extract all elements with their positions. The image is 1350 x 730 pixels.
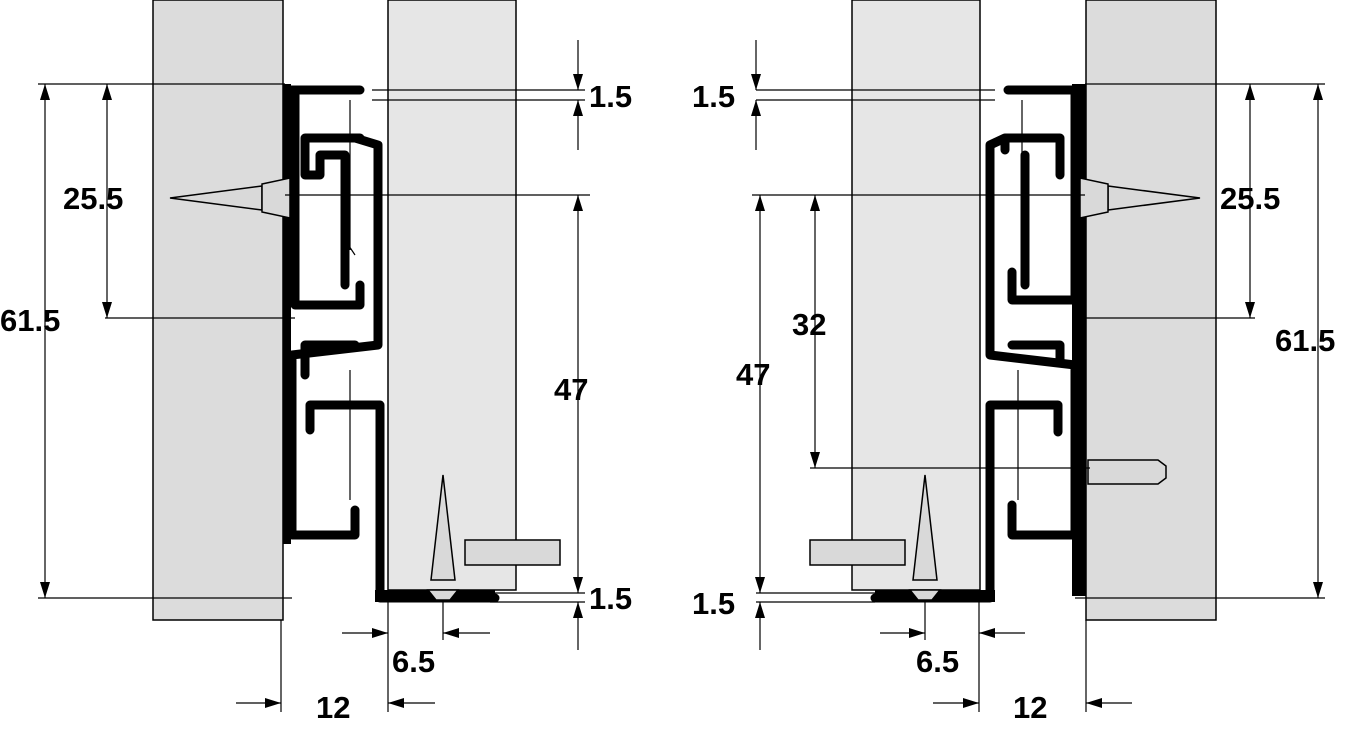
left-cabinet-screw-icon xyxy=(169,177,291,219)
left-dim-side-clearance: 12 xyxy=(316,690,350,725)
left-dim-drawer-screw-height: 47 xyxy=(554,372,588,407)
left-slide-rail xyxy=(283,84,500,603)
right-cabinet-screw-icon xyxy=(1079,177,1201,219)
left-dim-total-height: 61.5 xyxy=(0,303,60,338)
left-dim-screw-height: 25.5 xyxy=(63,181,123,216)
left-cabinet-panel xyxy=(152,0,284,621)
right-bracket-tab xyxy=(809,539,906,566)
right-dowel-pin-icon xyxy=(1087,459,1167,485)
right-dim-side-clearance: 12 xyxy=(1013,690,1047,725)
left-dim-top-gap: 1.5 xyxy=(589,79,632,114)
right-drawer-panel xyxy=(851,0,981,591)
left-drawer-screw-icon xyxy=(426,474,460,601)
right-dim-bottom-gap: 1.5 xyxy=(692,586,735,621)
right-dim-drawer-inset: 6.5 xyxy=(916,644,959,679)
right-dim-top-gap: 1.5 xyxy=(692,79,735,114)
right-dim-total-height: 61.5 xyxy=(1275,323,1335,358)
left-bracket-tab xyxy=(464,539,561,566)
left-dim-bottom-gap: 1.5 xyxy=(589,581,632,616)
left-view: 1.5 25.5 61.5 47 1.5 6.5 12 xyxy=(0,0,632,725)
right-dim-screw-height: 25.5 xyxy=(1220,181,1280,216)
left-dim-drawer-inset: 6.5 xyxy=(392,644,435,679)
right-dim-pin-height: 32 xyxy=(792,307,826,342)
right-cabinet-panel xyxy=(1085,0,1217,621)
right-dim-drawer-screw-height: 47 xyxy=(736,357,770,392)
right-view: 1.5 25.5 61.5 32 47 1.5 6.5 12 xyxy=(692,0,1335,725)
right-drawer-screw-icon xyxy=(908,474,942,601)
left-drawer-panel xyxy=(387,0,517,591)
